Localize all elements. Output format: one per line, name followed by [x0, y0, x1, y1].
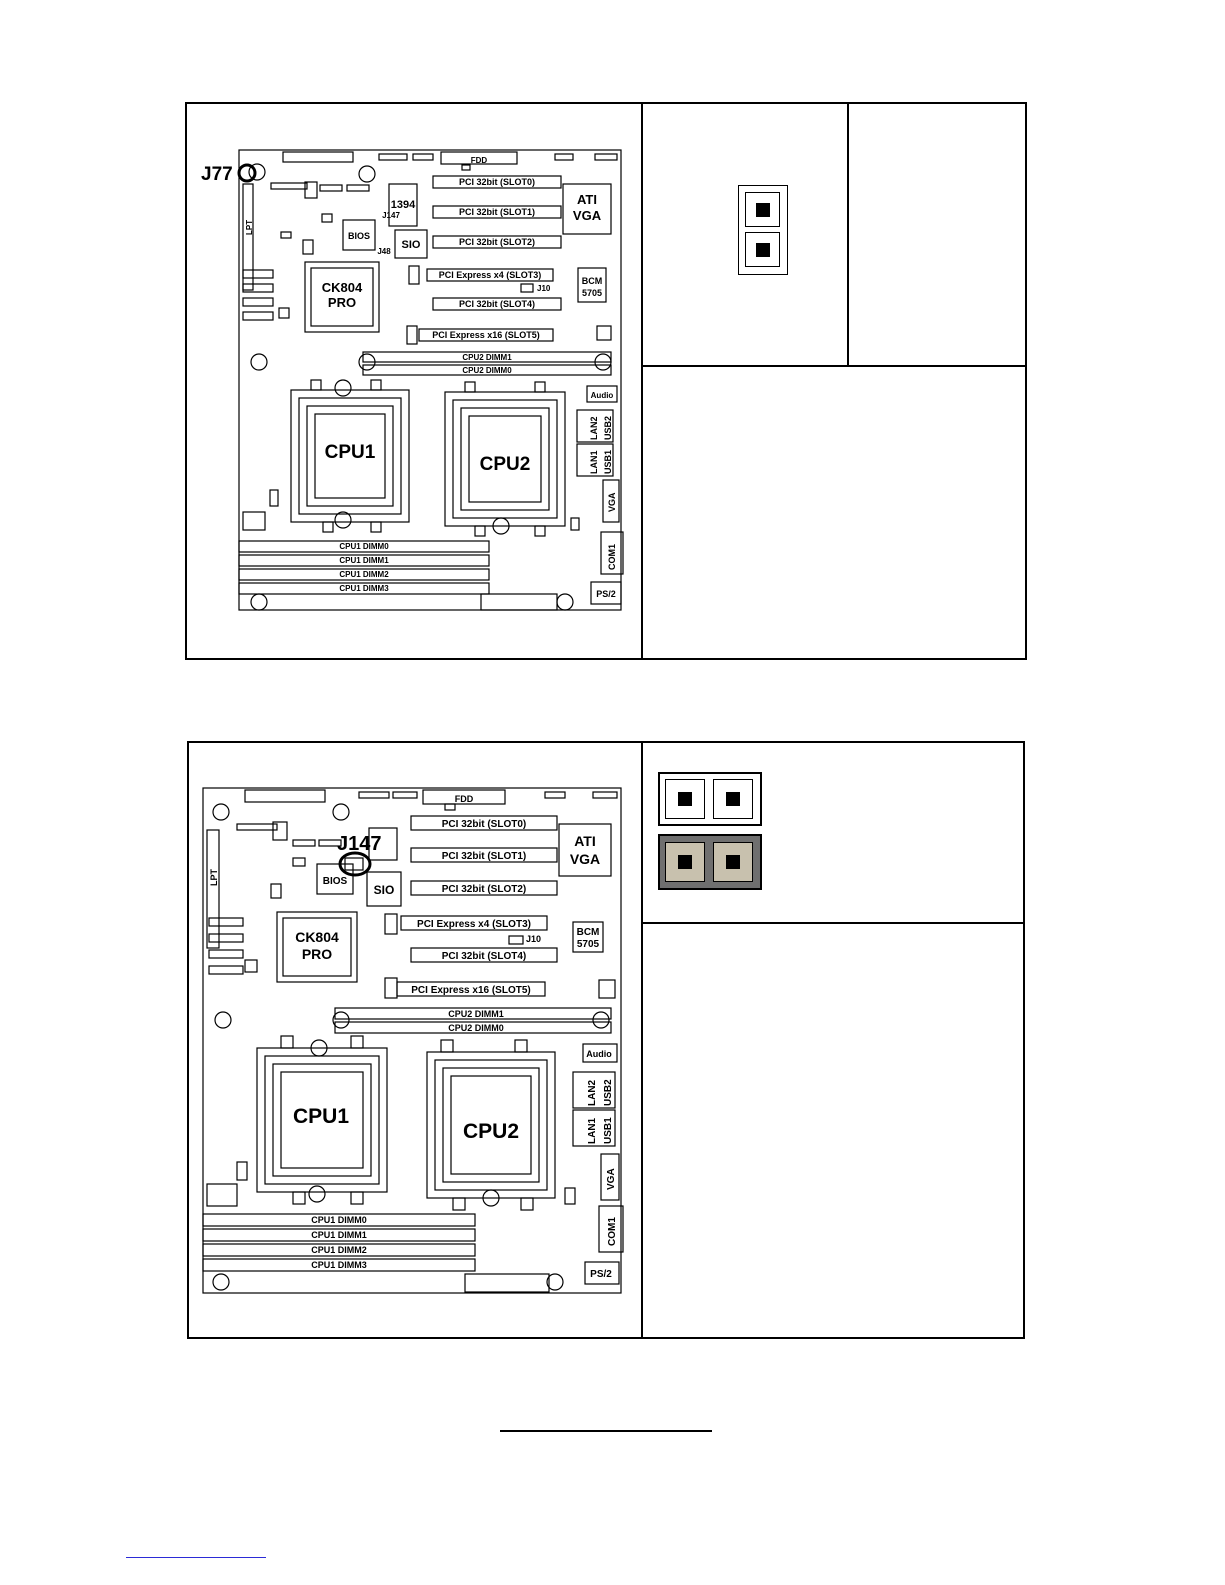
svg-text:SIO: SIO [402, 239, 421, 251]
j147-callout-label: J147 [337, 833, 382, 855]
svg-text:CPU1: CPU1 [325, 442, 376, 463]
svg-text:CPU2 DIMM0: CPU2 DIMM0 [448, 1023, 504, 1033]
j147-small-label: J147 [382, 211, 400, 220]
svg-text:CPU2: CPU2 [480, 454, 531, 475]
svg-text:VGA: VGA [607, 492, 617, 512]
svg-text:CPU1 DIMM1: CPU1 DIMM1 [311, 1230, 367, 1240]
svg-text:VGA: VGA [606, 1168, 617, 1190]
svg-text:USB2: USB2 [603, 1079, 614, 1106]
svg-text:PCI 32bit (SLOT1): PCI 32bit (SLOT1) [442, 851, 526, 862]
svg-text:PCI Express x4 (SLOT3): PCI Express x4 (SLOT3) [439, 270, 542, 280]
svg-text:SIO: SIO [374, 883, 395, 897]
svg-text:5705: 5705 [582, 288, 602, 298]
svg-text:PCI 32bit (SLOT2): PCI 32bit (SLOT2) [459, 237, 535, 247]
svg-text:PCI Express x16 (SLOT5): PCI Express x16 (SLOT5) [411, 985, 531, 996]
svg-text:CPU1: CPU1 [293, 1105, 349, 1128]
svg-text:5705: 5705 [577, 939, 600, 950]
svg-text:PRO: PRO [328, 295, 356, 310]
svg-text:LAN2: LAN2 [587, 1079, 598, 1106]
j77-callout-label: J77 [201, 164, 233, 185]
svg-text:ATI: ATI [577, 192, 597, 207]
svg-text:PCI 32bit (SLOT2): PCI 32bit (SLOT2) [442, 884, 526, 895]
svg-text:LPT: LPT [209, 868, 219, 886]
svg-text:CPU1 DIMM2: CPU1 DIMM2 [339, 570, 389, 579]
svg-text:VGA: VGA [570, 851, 600, 867]
svg-text:PCI 32bit (SLOT4): PCI 32bit (SLOT4) [459, 299, 535, 309]
motherboard-diagram-2: J147 FDD PCI 32bit (SLOT0) PCI 32bit (SL… [202, 787, 624, 1294]
svg-text:CPU1 DIMM0: CPU1 DIMM0 [311, 1215, 367, 1225]
svg-text:LPT: LPT [245, 220, 254, 235]
svg-text:VGA: VGA [573, 208, 602, 223]
j77-jumper [738, 185, 788, 275]
svg-text:CPU2 DIMM0: CPU2 DIMM0 [462, 366, 512, 375]
svg-text:Audio: Audio [591, 391, 614, 400]
svg-text:COM1: COM1 [607, 544, 617, 570]
svg-text:CPU1 DIMM1: CPU1 DIMM1 [339, 556, 389, 565]
svg-text:CPU1 DIMM0: CPU1 DIMM0 [339, 542, 389, 551]
svg-text:CPU1 DIMM3: CPU1 DIMM3 [339, 584, 389, 593]
svg-text:USB2: USB2 [603, 416, 613, 440]
svg-text:CPU2: CPU2 [463, 1120, 519, 1143]
footnote-rule [126, 1557, 266, 1558]
svg-text:PCI 32bit (SLOT0): PCI 32bit (SLOT0) [442, 819, 526, 830]
j147-jumper-closed [658, 834, 762, 890]
svg-text:BIOS: BIOS [323, 876, 348, 887]
svg-text:J10: J10 [526, 934, 541, 944]
svg-text:BIOS: BIOS [348, 231, 370, 241]
svg-text:USB1: USB1 [603, 450, 613, 474]
svg-text:FDD: FDD [455, 794, 474, 804]
svg-text:PRO: PRO [302, 946, 332, 962]
svg-text:PS/2: PS/2 [596, 589, 616, 599]
svg-text:PCI Express x16 (SLOT5): PCI Express x16 (SLOT5) [432, 330, 540, 340]
svg-text:FDD: FDD [471, 156, 488, 165]
svg-text:LAN1: LAN1 [589, 450, 599, 474]
motherboard-diagram-1: J77 FDD PCI 32bit (SLOT0) PCI 32bit (SLO… [201, 149, 624, 611]
svg-text:BCM: BCM [577, 927, 600, 938]
svg-text:J48: J48 [377, 247, 391, 256]
svg-text:CK804: CK804 [322, 280, 363, 295]
svg-text:CPU2 DIMM1: CPU2 DIMM1 [448, 1009, 504, 1019]
svg-text:J10: J10 [537, 284, 551, 293]
svg-text:Audio: Audio [586, 1049, 612, 1059]
svg-text:PCI Express x4 (SLOT3): PCI Express x4 (SLOT3) [417, 919, 531, 930]
svg-text:USB1: USB1 [603, 1117, 614, 1144]
j147-jumper-open [658, 772, 762, 826]
svg-text:COM1: COM1 [607, 1217, 618, 1246]
svg-text:BCM: BCM [582, 276, 603, 286]
svg-text:CPU1 DIMM2: CPU1 DIMM2 [311, 1245, 367, 1255]
svg-text:CPU2 DIMM1: CPU2 DIMM1 [462, 353, 512, 362]
svg-text:CK804: CK804 [295, 929, 339, 945]
centered-rule [500, 1430, 712, 1432]
svg-text:PCI 32bit (SLOT1): PCI 32bit (SLOT1) [459, 207, 535, 217]
svg-text:CPU1 DIMM3: CPU1 DIMM3 [311, 1260, 367, 1270]
svg-text:PS/2: PS/2 [590, 1269, 612, 1280]
svg-text:1394: 1394 [391, 199, 416, 211]
svg-text:PCI 32bit (SLOT0): PCI 32bit (SLOT0) [459, 177, 535, 187]
svg-text:LAN1: LAN1 [587, 1117, 598, 1144]
svg-text:ATI: ATI [574, 833, 596, 849]
svg-text:PCI 32bit (SLOT4): PCI 32bit (SLOT4) [442, 951, 526, 962]
svg-text:LAN2: LAN2 [589, 416, 599, 440]
